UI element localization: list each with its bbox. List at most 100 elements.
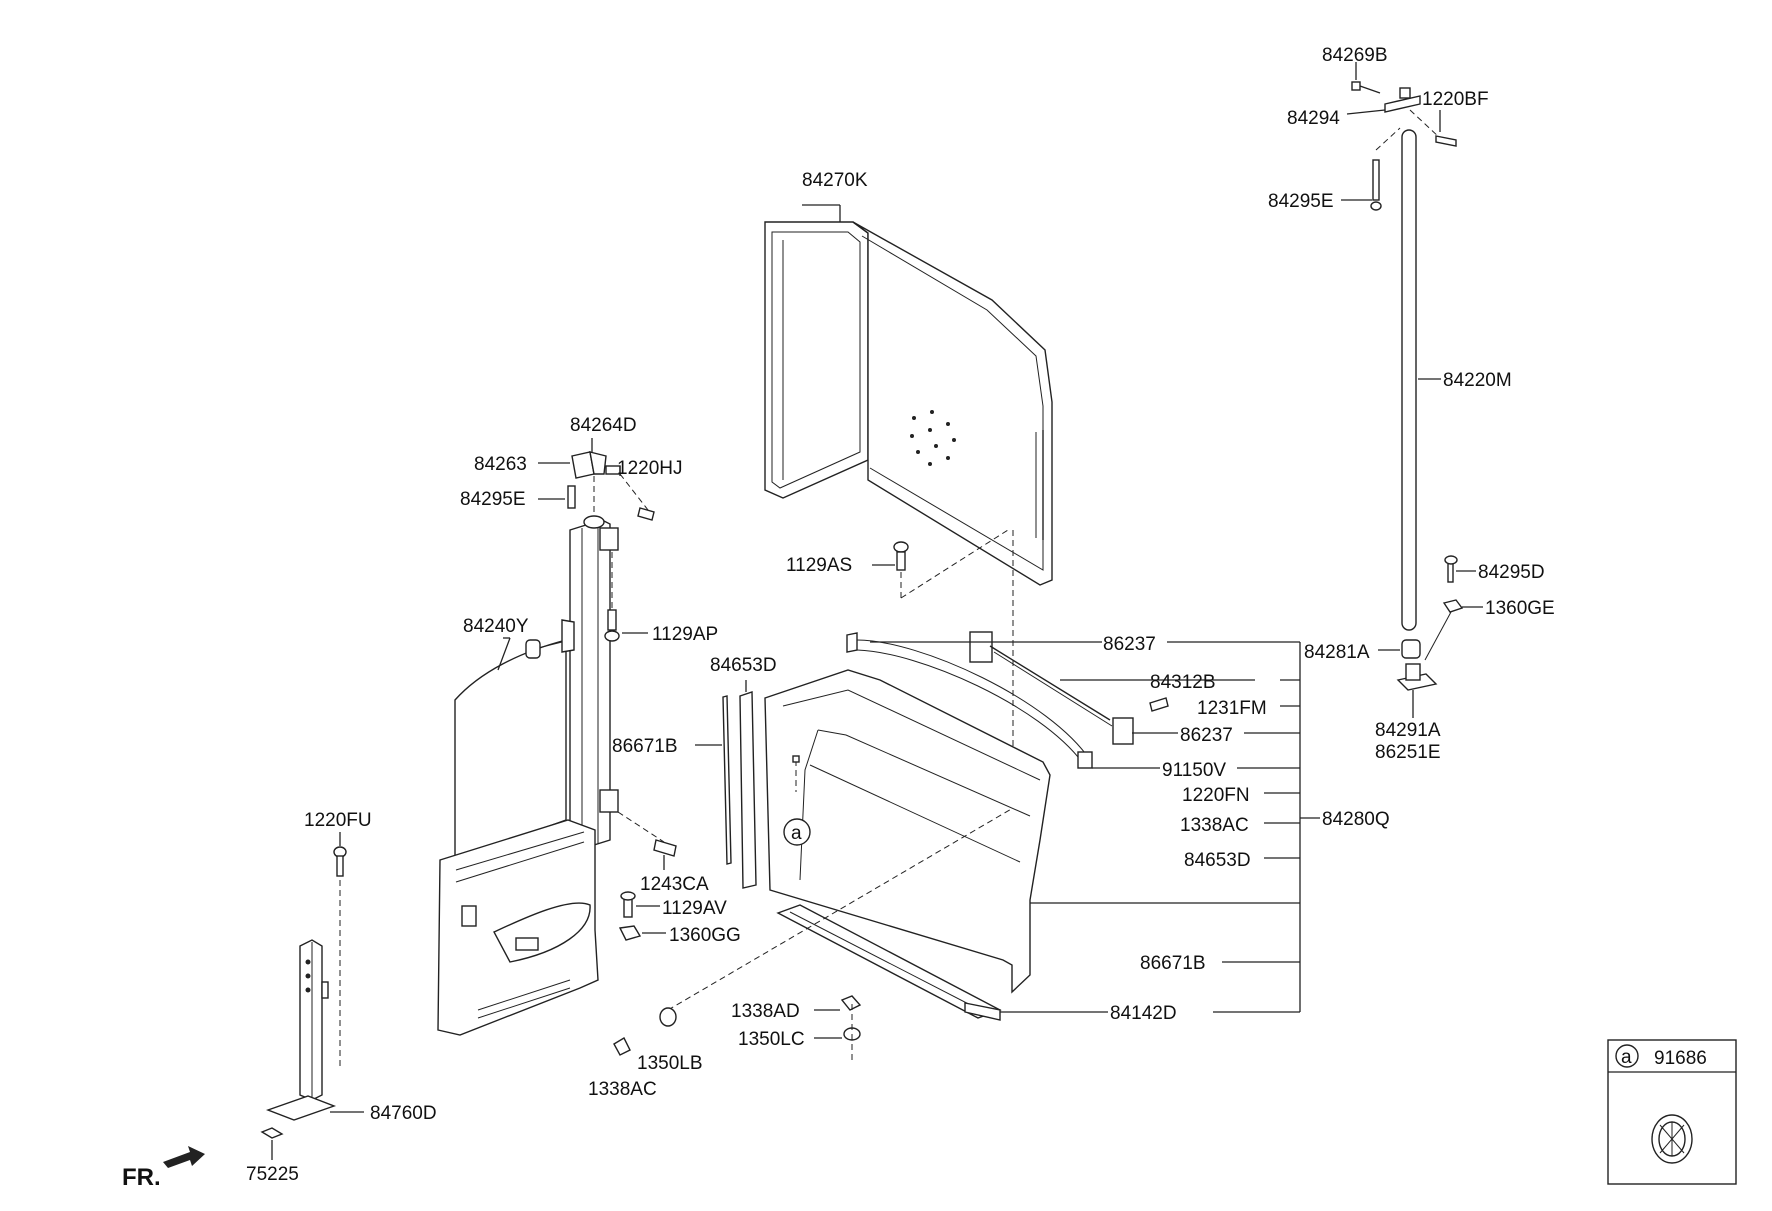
tube-84312b-edge: [993, 651, 1113, 727]
nut-1360ge: [1442, 599, 1464, 613]
label-84291a: 84291A: [1375, 720, 1441, 741]
label-1220bf: 1220BF: [1422, 89, 1489, 110]
pillar-base-plate: [265, 1095, 337, 1121]
screw-84295e-top: [1372, 159, 1380, 201]
pillar-84760d: [299, 939, 323, 1101]
axis-1243ca: [617, 811, 665, 843]
pillar-assembly: [163, 832, 364, 1168]
bolt-1129as-head: [893, 541, 909, 553]
label-75225: 75225: [246, 1164, 299, 1185]
pillar-hole: [305, 987, 311, 993]
label-1243ca: 1243CA: [640, 874, 709, 895]
label-1129av: 1129AV: [662, 898, 727, 919]
end-cap-left: [846, 632, 858, 653]
label-front-direction: FR.: [122, 1164, 161, 1191]
callout-a-circle: [783, 818, 811, 846]
label-84269b: 84269B: [1322, 45, 1388, 66]
label-84295e-top: 84295E: [1268, 191, 1334, 212]
sill-84142d-end: [964, 1002, 1001, 1021]
screw-84295d-head: [1444, 555, 1458, 565]
panel-84270k-main: [852, 221, 1053, 586]
panel-lower-fold: [817, 729, 1031, 817]
leader-84240y-slant: [497, 637, 511, 671]
leader-84294: [1346, 109, 1386, 115]
bracket-86237-bottom: [1112, 717, 1134, 745]
label-84312b: 84312B: [1150, 672, 1216, 693]
vent-hole: [946, 422, 950, 426]
bolt-84269b-shank: [1359, 85, 1381, 94]
door-glass-guide: [561, 619, 575, 653]
vent-hole: [930, 410, 934, 414]
panel-84270k-left-inner: [771, 231, 861, 489]
label-1231fm: 1231FM: [1197, 698, 1267, 719]
legend-letter-circle: [1615, 1044, 1639, 1068]
vent-hole: [946, 456, 950, 460]
part-labels: 84269B 1220BF 84294 84295E 84220M 84270K…: [122, 45, 1707, 1191]
label-1220hj: 1220HJ: [617, 458, 683, 479]
legend-letter: a: [1621, 1047, 1632, 1068]
rod-84220m: [1401, 129, 1417, 631]
panel-84270k-main-inner: [861, 235, 1044, 571]
label-84220m: 84220M: [1443, 370, 1512, 391]
callout-leaders-84280q: [870, 641, 1320, 1013]
label-1338ac-b: 1338AC: [588, 1079, 657, 1100]
hinge-84264d: [589, 451, 607, 475]
vent-hole: [928, 428, 932, 432]
panel-84270k-left-frame: [764, 221, 869, 499]
door-post-top: [583, 515, 605, 529]
panel-84270k: [764, 204, 1053, 770]
tube-84312b: [989, 645, 1111, 721]
screw-84295e-left: [567, 485, 576, 509]
door-lower-slot: [477, 979, 571, 1011]
bolt-84269b-head: [1351, 81, 1361, 91]
label-84295d: 84295D: [1478, 562, 1545, 583]
axis-1220bf: [1409, 109, 1441, 139]
label-1360gg: 1360GG: [669, 925, 741, 946]
label-84264d: 84264D: [570, 415, 637, 436]
label-84281a: 84281A: [1304, 642, 1370, 663]
base-84291a-post: [1405, 663, 1421, 681]
door-hinge-plate-bottom: [599, 789, 619, 813]
label-1129as: 1129AS: [786, 555, 852, 576]
vent-hole: [916, 450, 920, 454]
bolt-1243ca: [653, 839, 677, 857]
label-86237-b: 86237: [1180, 725, 1233, 746]
legend-box: [1607, 1039, 1737, 1185]
axis-84295e-top: [1375, 127, 1401, 151]
panel-lower-top-rail: [782, 689, 1041, 781]
fr-arrow-icon: [163, 1146, 205, 1168]
panel-84270k-vent-holes: [910, 410, 956, 466]
screw-84295e-top-head: [1370, 201, 1382, 211]
bolt-1129ap-head: [604, 630, 620, 642]
label-1220fu: 1220FU: [304, 810, 372, 831]
bracket-84294-tab: [1399, 87, 1411, 99]
axis-1129as-to-panel: [900, 529, 1009, 599]
label-1338ad: 1338AD: [731, 1001, 800, 1022]
label-84270k: 84270K: [802, 170, 868, 191]
vent-hole: [934, 444, 938, 448]
label-86251e: 86251E: [1375, 742, 1441, 763]
bracket-86237-top: [969, 631, 993, 663]
axis-1350lb: [667, 807, 1014, 1011]
door-glass-84240y: [454, 639, 567, 861]
screw-1220fu: [336, 855, 344, 877]
nut-1338ad: [840, 995, 862, 1011]
label-84142d: 84142D: [1110, 1003, 1177, 1024]
door-lower-rail: [455, 831, 585, 871]
screw-1220bf: [1435, 135, 1457, 147]
label-84240y: 84240Y: [463, 616, 529, 637]
label-84295e-left: 84295E: [460, 489, 526, 510]
seal-86671b: [722, 695, 732, 865]
cap-84281a: [1401, 639, 1421, 659]
rod-assembly: [1341, 62, 1483, 718]
nut-1360gg: [618, 925, 642, 941]
panel-lower-crease: [809, 764, 1021, 863]
screw-1220hj: [637, 507, 655, 521]
vent-hole: [928, 462, 932, 466]
label-84653d-a: 84653D: [710, 655, 777, 676]
door-switch: [515, 937, 539, 951]
grommet-1350lb: [659, 1007, 677, 1027]
label-1338ac-a: 1338AC: [1180, 815, 1249, 836]
